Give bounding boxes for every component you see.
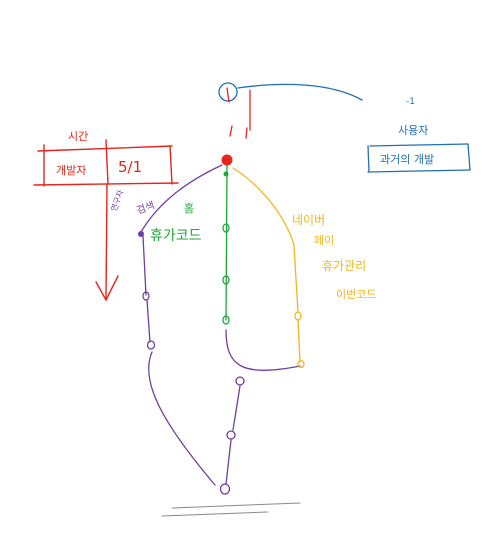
- blue-box-right: [467, 143, 471, 171]
- blue-label-past-dev: 과거의 개발: [380, 153, 434, 166]
- red-box-divider: [105, 139, 109, 185]
- purple-down-lower: [225, 439, 232, 485]
- yellow-label-vacation-mgmt: 휴가관리: [322, 259, 366, 273]
- green-branch-group: [222, 165, 230, 325]
- gray-baseline-upper: [171, 502, 301, 509]
- purple-note-researcher: 연구자: [109, 188, 125, 212]
- purple-long-curve: [148, 351, 216, 486]
- purple-start-dot: [138, 231, 144, 237]
- green-top-dot: [223, 171, 229, 177]
- purple-down-2: [146, 299, 151, 343]
- yellow-node-2: [297, 359, 305, 369]
- green-label-vacation-code: 휴가코드: [150, 228, 202, 244]
- purple-from-root: [140, 164, 223, 233]
- yellow-from-root: [232, 167, 295, 246]
- purple-node-2: [142, 291, 150, 301]
- purple-down-merge: [232, 385, 241, 431]
- green-node-3: [222, 315, 230, 325]
- yellow-down-1: [293, 245, 299, 313]
- gray-baseline-lower: [161, 511, 269, 517]
- red-top-segment: [226, 87, 251, 139]
- purple-node-lower: [226, 430, 236, 440]
- purple-down-1: [142, 235, 147, 296]
- purple-note-search: 검색: [135, 199, 156, 217]
- yellow-label-this-code: 이번코드: [336, 288, 376, 301]
- red-top-stroke-a: [226, 87, 230, 103]
- red-vertical-arrow-line: [105, 183, 108, 299]
- red-label-time: 시간: [68, 130, 88, 143]
- yellow-label-naver: 네이버: [292, 213, 325, 227]
- yellow-branch-group: [232, 167, 305, 369]
- green-label-home: 홈: [184, 201, 194, 215]
- purple-node-merge: [235, 376, 245, 386]
- green-node-1: [222, 223, 230, 233]
- gray-baseline-group: [161, 502, 301, 517]
- red-label-developer: 개발자: [56, 164, 86, 177]
- green-node-2: [222, 275, 230, 285]
- blue-label-user: 사용자: [398, 124, 428, 137]
- blue-top-node: [218, 82, 238, 102]
- red-box-bottom-line: [33, 182, 179, 186]
- red-root-node: [221, 154, 233, 166]
- blue-curve-to-user: [237, 83, 363, 101]
- red-label-date: 5/1: [118, 158, 142, 176]
- red-top-stroke-c: [229, 125, 233, 137]
- red-top-stroke-d: [245, 127, 248, 139]
- purple-node-3: [146, 340, 156, 350]
- yellow-down-2: [297, 319, 301, 363]
- yellow-label-pay: 페이: [314, 234, 334, 247]
- blue-user-group: [218, 82, 471, 173]
- blue-box-bottom: [367, 169, 471, 173]
- red-box-right-line: [169, 145, 173, 185]
- purple-node-bottom: [219, 483, 231, 495]
- blue-box-top: [369, 143, 469, 147]
- red-timeline-group: [33, 139, 179, 302]
- purple-merge-curve: [225, 329, 301, 371]
- green-main-line: [225, 165, 228, 321]
- yellow-node-1: [294, 311, 302, 321]
- purple-branch-group: [140, 164, 301, 495]
- red-arrow-head: [95, 275, 119, 302]
- blue-dash-mark: -1: [406, 97, 415, 107]
- red-box-top-line: [37, 145, 173, 152]
- blue-box-left: [367, 145, 370, 173]
